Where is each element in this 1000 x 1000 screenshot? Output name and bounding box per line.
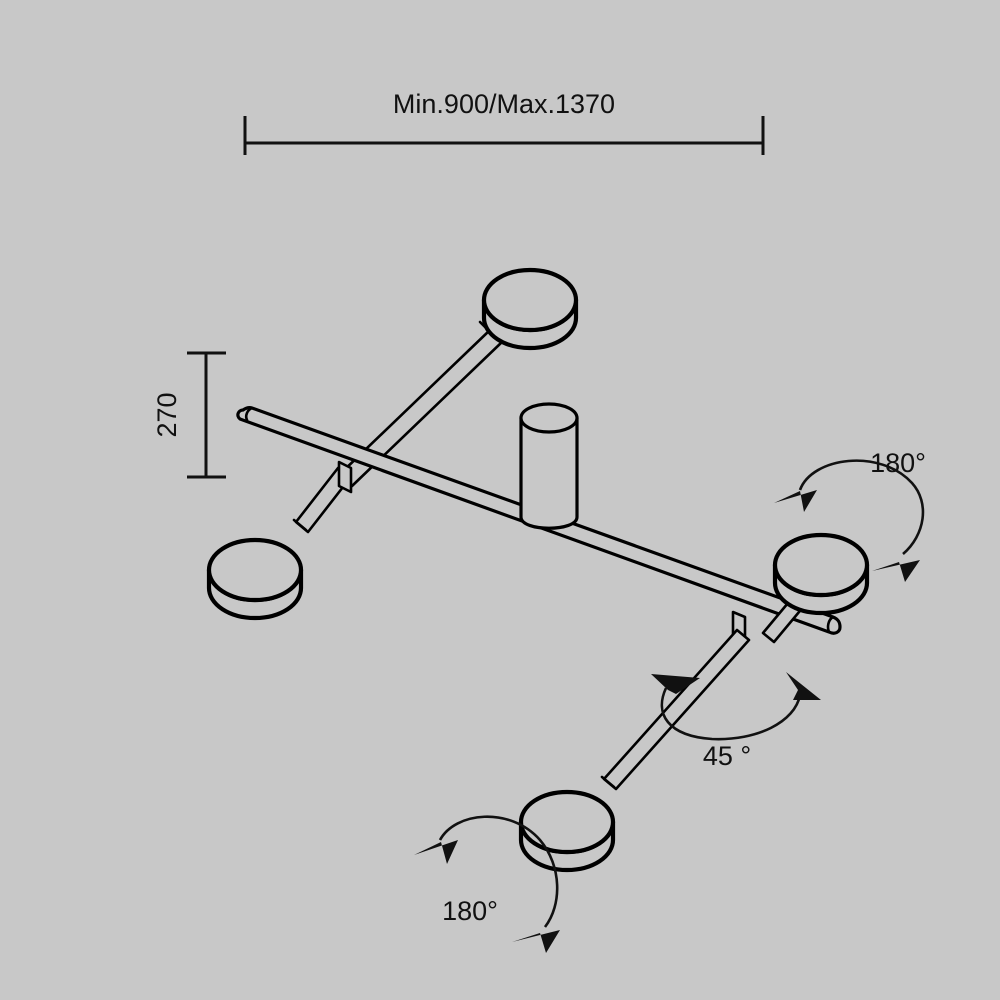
tilt-45-arrowhead-left bbox=[651, 674, 700, 694]
rotation-right-label: 180° bbox=[870, 448, 926, 478]
joint-left-crossing bbox=[337, 460, 353, 494]
rotation-bottom-arrowhead-right bbox=[512, 930, 560, 953]
rotation-right-arrowhead-right bbox=[872, 560, 920, 582]
rotation-bottom-label: 180° bbox=[442, 896, 498, 926]
ceiling-canopy-cylinder bbox=[519, 402, 579, 530]
lamp-head-top-face bbox=[481, 267, 579, 333]
lamp-head-top bbox=[481, 267, 579, 351]
rotation-bottom-arrowhead-left bbox=[414, 840, 458, 864]
height-dimension-label: 270 bbox=[152, 392, 182, 437]
width-dimension: Min.900/Max.1370 bbox=[243, 89, 765, 155]
tilt-45-arrowhead-right bbox=[786, 672, 821, 700]
rotation-right-arc bbox=[798, 459, 925, 555]
joint-left-body bbox=[337, 460, 353, 494]
lamp-head-bottom bbox=[518, 789, 616, 873]
tilt-45-label: 45 ° bbox=[703, 741, 751, 771]
annotation-rotation-bottom-head: 180° bbox=[414, 815, 560, 953]
lamp-head-right-face bbox=[772, 532, 870, 598]
main-bar-left-cap bbox=[244, 406, 254, 422]
rotation-right-arrowhead-left bbox=[774, 490, 817, 512]
canopy-body bbox=[519, 416, 579, 530]
arm-lower-left-joint-line bbox=[292, 518, 308, 532]
fixture-assembly bbox=[206, 267, 870, 873]
main-bar-right-cap bbox=[826, 615, 835, 634]
arm-lower-right bbox=[600, 628, 751, 791]
arm-lower-right-joint-line bbox=[600, 775, 616, 789]
lamp-head-left bbox=[206, 537, 304, 621]
lamp-head-right bbox=[772, 532, 870, 616]
arm-lower-right-body bbox=[602, 628, 751, 791]
height-dimension: 270 bbox=[152, 351, 226, 479]
lamp-head-bottom-face bbox=[518, 789, 616, 855]
lamp-head-left-face bbox=[206, 537, 304, 603]
annotation-tilt-lower-arm: 45 ° bbox=[651, 672, 821, 771]
annotation-rotation-right-head: 180° bbox=[774, 448, 926, 582]
canopy-top-ellipse bbox=[519, 402, 579, 434]
width-dimension-label: Min.900/Max.1370 bbox=[393, 89, 615, 119]
tilt-45-arc bbox=[660, 687, 802, 741]
rotation-bottom-arc bbox=[438, 815, 559, 928]
